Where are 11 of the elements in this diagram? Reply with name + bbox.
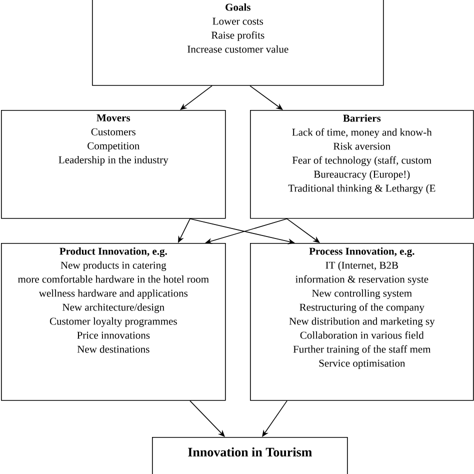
arrow xyxy=(250,85,283,110)
arrow xyxy=(190,400,225,437)
text-box: Movers Customers Competition Leadership in the industry xyxy=(1,110,226,219)
text-box: Process Innovation, e.g. IT (Internet, B2B information & reservation syste New controlling system Restructuring of the company New distribution and marketing sy Collaboration in various field Further training of the staff mem Service optimisation xyxy=(250,243,474,401)
text-box: Product Innovation, e.g. New products in catering more comfortable hardware in the hotel room wellness hardware and applications New architecture/design Customer loyalty programmes Price innovations New destinations xyxy=(1,243,226,401)
text-box: Goals Lower costs Raise profits Increase customer value xyxy=(92,0,384,86)
arrow xyxy=(262,400,288,437)
text-box: Innovation in Tourism xyxy=(152,437,348,474)
text-box: Barriers Lack of time, money and know-h Risk aversion Fear of technology (staff, custom Bureaucracy (Europe!) Traditional thinking & Lethargy (E xyxy=(250,110,474,219)
arrow xyxy=(286,218,320,243)
arrow xyxy=(180,85,212,110)
